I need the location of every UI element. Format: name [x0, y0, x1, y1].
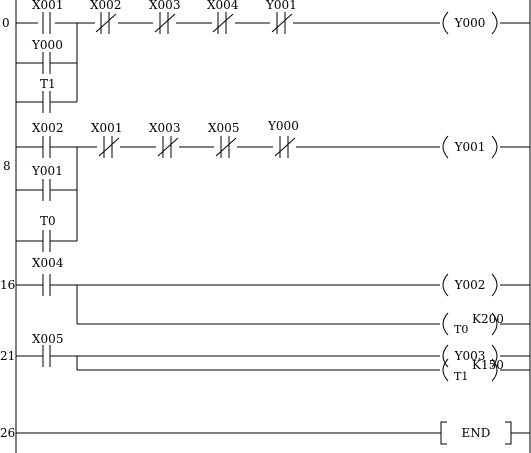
contact-x003-nc: X003: [149, 121, 180, 158]
step-number: 8: [3, 159, 11, 173]
contact-label: X003: [149, 0, 180, 12]
contact-x005: X005: [32, 332, 63, 367]
rung-16: 16 X004 Y002 T0 K200: [0, 256, 530, 336]
contact-label: X004: [32, 256, 64, 270]
contact-label: X005: [208, 121, 239, 135]
contact-label: Y001: [265, 0, 297, 12]
coil-y002: Y002: [442, 273, 498, 297]
contact-y001-nc: Y001: [265, 0, 297, 34]
contact-label: T0: [40, 214, 56, 228]
end-instruction: END: [440, 421, 512, 445]
contact-label: X002: [90, 0, 121, 12]
step-number: 0: [2, 16, 10, 30]
coil-label: Y002: [454, 278, 486, 292]
contact-x001-nc: X001: [91, 121, 122, 158]
timer-label: T1: [454, 370, 468, 383]
contact-x004: X004: [32, 256, 64, 296]
contact-label: Y000: [267, 119, 299, 133]
contact-label: X003: [149, 121, 180, 135]
coil-label: Y001: [454, 140, 486, 154]
rung-26: 26 END: [0, 421, 530, 445]
timer-t0: T0 K200: [442, 312, 504, 336]
timer-label: T0: [454, 323, 468, 336]
branch-contact-y000: Y000: [16, 38, 77, 74]
branch-contact-y001: Y001: [16, 164, 77, 201]
contact-y000-nc: Y000: [267, 119, 299, 158]
coil-label: Y003: [454, 349, 486, 363]
timer-setting: K150: [472, 358, 504, 372]
rung-21: 21 X005 Y003 T1 K150: [0, 332, 530, 383]
contact-x004-nc: X004: [207, 0, 239, 34]
contact-x002-nc: X002: [90, 0, 121, 34]
coil-label: Y000: [454, 16, 486, 30]
contact-label: Y001: [31, 164, 63, 178]
contact-x003-nc: X003: [149, 0, 180, 34]
contact-label: X004: [207, 0, 239, 12]
contact-x002: X002: [32, 121, 63, 158]
rung-0: 0 X001 X002 X003 X004: [2, 0, 530, 113]
step-number: 21: [0, 349, 15, 363]
contact-label: X002: [32, 121, 63, 135]
rung-8: 8 X002 X001 X003 X005 Y000: [3, 119, 530, 252]
contact-x005-nc: X005: [208, 121, 239, 158]
timer-setting: K200: [472, 312, 504, 326]
timer-t1: T1 K150: [442, 358, 504, 383]
contact-label: X001: [32, 0, 63, 12]
coil-y001: Y001: [442, 135, 498, 159]
coil-y003: Y003: [442, 344, 498, 368]
step-number: 16: [0, 278, 15, 292]
contact-label: T1: [40, 77, 56, 91]
contact-label: Y000: [31, 38, 63, 52]
end-label: END: [462, 426, 491, 440]
contact-label: X001: [91, 121, 122, 135]
contact-x001: X001: [32, 0, 63, 34]
contact-label: X005: [32, 332, 63, 346]
step-number: 26: [0, 426, 15, 440]
coil-y000: Y000: [442, 11, 498, 35]
branch-contact-t0: T0: [16, 214, 77, 252]
branch-contact-t1: T1: [16, 77, 77, 113]
